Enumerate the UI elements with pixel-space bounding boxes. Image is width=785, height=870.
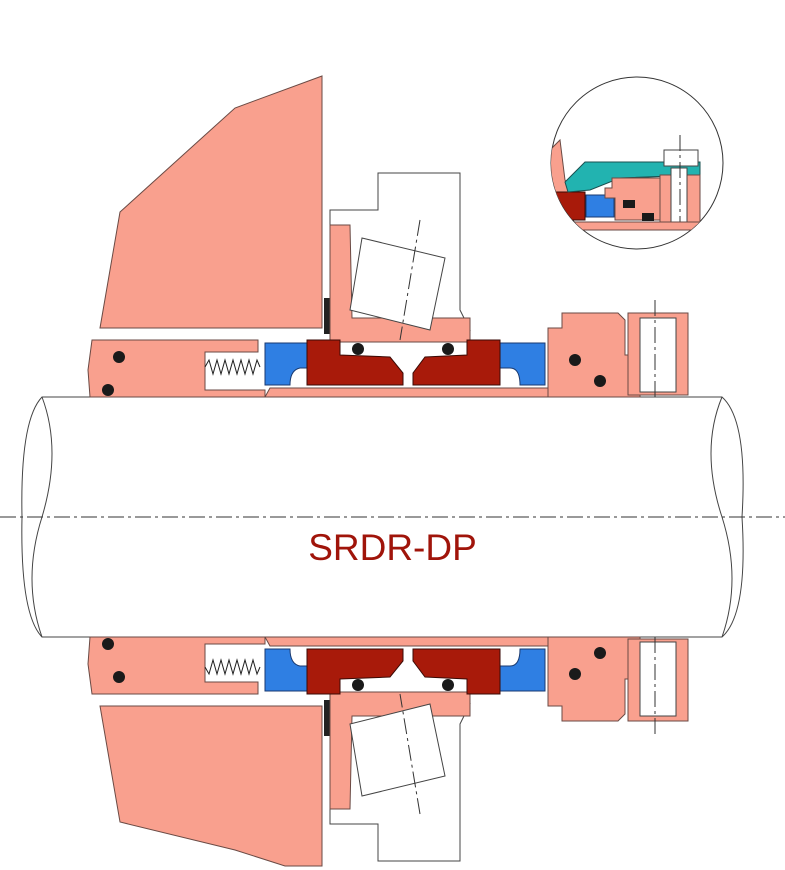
detail-inset bbox=[550, 76, 724, 250]
housing-lower bbox=[99, 705, 323, 867]
model-label: SRDR-DP bbox=[308, 527, 477, 568]
housing-upper bbox=[99, 75, 323, 329]
